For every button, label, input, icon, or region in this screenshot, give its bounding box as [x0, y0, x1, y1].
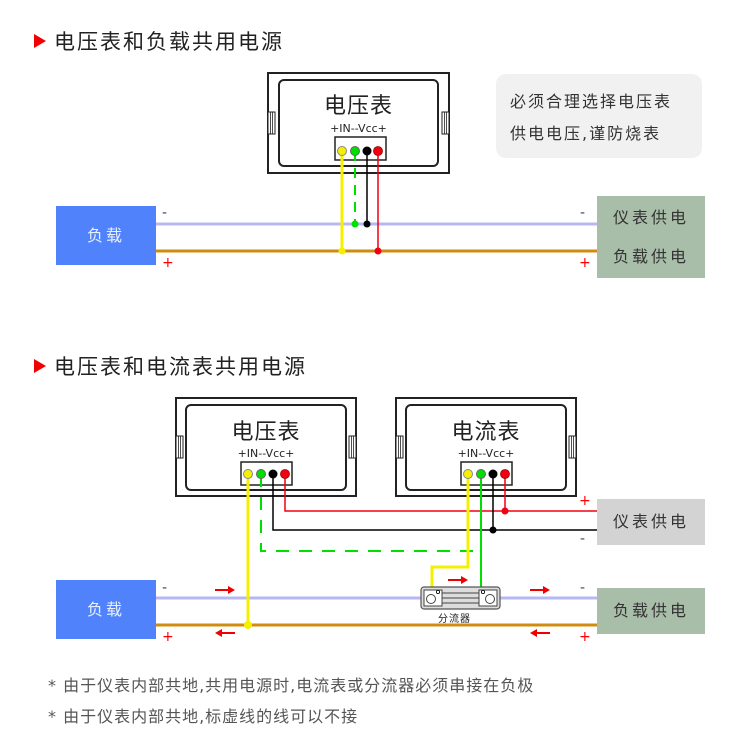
s2-right-minus: -	[580, 580, 586, 596]
section1-heading-text: 电压表和负载共用电源	[54, 30, 284, 54]
s2-amm-pin-black	[488, 469, 498, 479]
s1-supply-line1: 仪表供电	[612, 208, 689, 227]
section2-heading-text: 电压表和电流表共用电源	[54, 355, 307, 379]
s2-yellow-junction	[244, 621, 252, 629]
s2-voltmeter-pins: +IN--Vcc+	[237, 447, 295, 460]
s1-voltmeter-pins: +IN--Vcc+	[330, 122, 387, 135]
tip-line2: 供电电压,谨防烧表	[510, 124, 662, 143]
s2-amm-pin-red	[500, 469, 510, 479]
s2-volt-pin-green	[256, 469, 266, 479]
arrow-right-icon	[448, 576, 468, 584]
s2-left-minus: -	[162, 580, 168, 596]
s1-voltmeter-body	[267, 72, 450, 174]
s2-volt-pin-red	[280, 469, 290, 479]
warning-tip: 必须合理选择电压表 供电电压,谨防烧表	[496, 74, 702, 158]
s2-load-label: 负载	[86, 600, 125, 619]
s2-meter-plus: +	[579, 493, 591, 509]
s2-black-junction	[489, 526, 497, 534]
section2-heading: 电压表和电流表共用电源	[34, 351, 307, 381]
s2-black-supply-wire	[272, 474, 597, 531]
s2-voltmeter-title: 电压表	[231, 420, 301, 445]
s1-load-label: 负载	[86, 226, 125, 245]
s1-right-minus: -	[580, 205, 586, 221]
s2-ammeter-body	[395, 397, 577, 497]
s2-volt-pin-black	[268, 469, 278, 479]
tip-line1: 必须合理选择电压表	[510, 92, 673, 111]
shunt-label: 分流器	[438, 614, 471, 625]
s2-load-supply-label: 负载供电	[612, 601, 689, 620]
s1-black-junction	[363, 220, 371, 228]
s1-pin-green	[350, 146, 360, 156]
arrow-right-icon	[530, 586, 550, 594]
s1-green-junction	[351, 220, 359, 228]
s1-yellow-junction	[338, 247, 346, 255]
arrow-right-icon	[215, 586, 235, 594]
section1-heading: 电压表和负载共用电源	[34, 26, 284, 56]
s1-supply-box: 仪表供电 负载供电	[597, 196, 705, 278]
s2-red-junction	[501, 507, 509, 515]
s1-red-junction	[374, 247, 382, 255]
arrow-left-icon	[530, 629, 550, 637]
triangle-bullet-icon	[34, 34, 46, 48]
s2-amm-pin-green	[476, 469, 486, 479]
s1-supply-line2: 负载供电	[612, 247, 689, 266]
arrow-left-icon	[215, 629, 235, 637]
s1-pin-red	[373, 146, 383, 156]
s2-meter-minus: -	[580, 531, 586, 547]
s2-volt-pin-yellow	[243, 469, 253, 479]
triangle-bullet-icon	[34, 359, 46, 373]
s2-meter-supply-label: 仪表供电	[612, 512, 689, 531]
current-arrows	[215, 576, 550, 637]
s1-pin-yellow	[337, 146, 347, 156]
s2-ammeter-title: 电流表	[451, 420, 521, 445]
s2-load-box: 负载	[56, 580, 156, 639]
s2-load-supply-box: 负载供电	[597, 588, 705, 634]
s1-left-plus: +	[162, 255, 174, 271]
s2-voltmeter-body	[175, 397, 357, 497]
s1-load-box: 负载	[56, 206, 156, 265]
s1-right-plus: +	[579, 255, 591, 271]
s1-pin-black	[362, 146, 372, 156]
note-1: * 由于仪表内部共地,共用电源时,电流表或分流器必须串接在负极	[48, 676, 535, 695]
s2-left-plus: +	[162, 629, 174, 645]
shunt-icon	[420, 586, 501, 610]
s1-left-minus: -	[162, 205, 168, 221]
s2-meter-supply-box: 仪表供电	[597, 499, 705, 545]
s2-ammeter-pins: +IN--Vcc+	[457, 447, 515, 460]
s2-green-dashed-wire	[260, 474, 481, 552]
note-2: * 由于仪表内部共地,标虚线的线可以不接	[48, 707, 359, 726]
s2-right-plus: +	[579, 629, 591, 645]
s1-voltmeter-title: 电压表	[323, 94, 393, 119]
s2-amm-yellow-wire	[430, 474, 470, 590]
s2-amm-pin-yellow	[463, 469, 473, 479]
